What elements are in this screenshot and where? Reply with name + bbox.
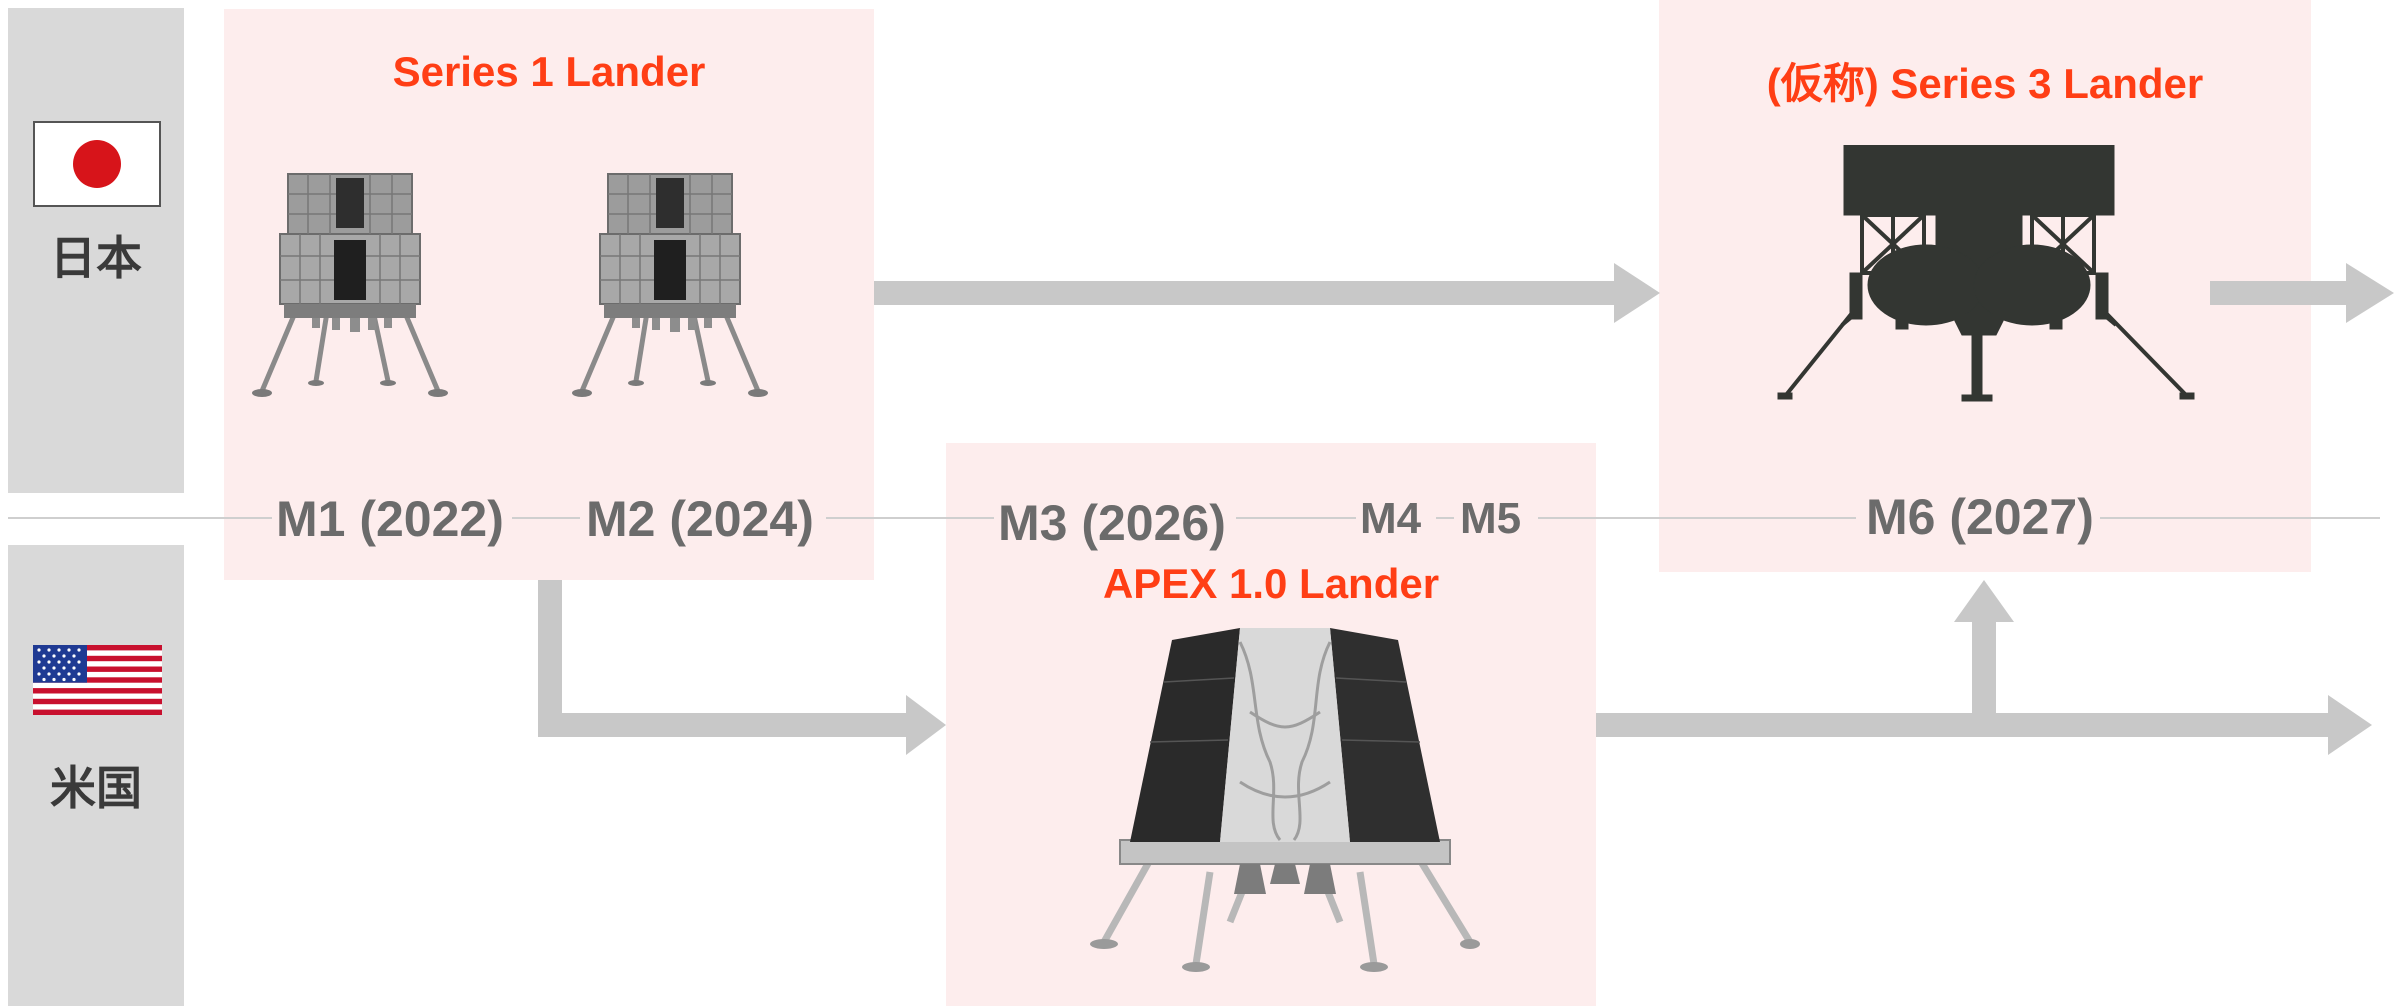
milestone-m3: M3 (2026) (998, 495, 1226, 551)
usa-flag-icon (33, 645, 162, 715)
arrow-series1-to-series3 (874, 281, 1616, 305)
series3-title: (仮称) Series 3 Lander (1766, 60, 2204, 107)
series3-lander-silhouette (1776, 145, 2196, 405)
arrow-apex-onward (1596, 713, 2334, 737)
series1-title: Series 1 Lander (392, 48, 706, 95)
milestone-m6: M6 (2027) (1866, 489, 2094, 545)
milestone-m5: M5 (1460, 494, 1522, 543)
japan-row-band (8, 8, 184, 493)
usa-label: 米国 (50, 761, 142, 815)
usa-row-band (8, 545, 184, 1006)
series1-lander-image (240, 166, 840, 406)
arrow-apex-to-series3 (1972, 620, 1996, 725)
japan-label: 日本 (50, 231, 142, 285)
apex-lander-image (1090, 622, 1480, 984)
arrow-series3-onward (2210, 281, 2350, 305)
milestone-m2: M2 (2024) (586, 491, 814, 547)
japan-flag-icon (33, 121, 161, 207)
arrow-series1-to-apex (538, 580, 562, 737)
milestone-m4: M4 (1360, 494, 1422, 543)
milestone-m1: M1 (2022) (276, 491, 504, 547)
apex-title: APEX 1.0 Lander (1102, 560, 1440, 607)
